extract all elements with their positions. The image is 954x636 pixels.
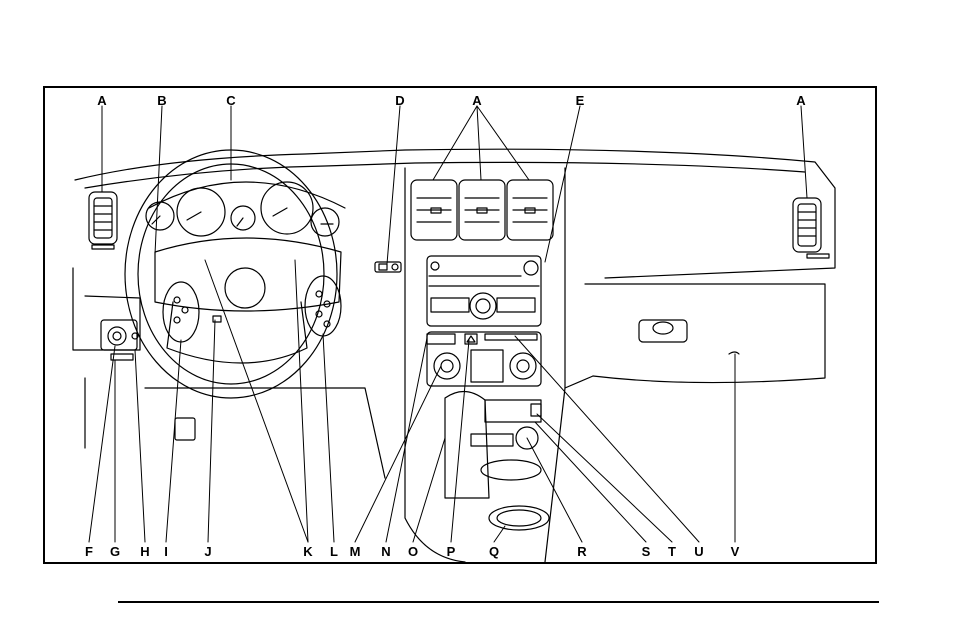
dimmer-switch [375, 262, 401, 272]
callout-label: S [642, 545, 651, 558]
callout-label: Q [489, 545, 499, 558]
callout-label: F [85, 545, 93, 558]
glove-box-outline [585, 284, 825, 383]
diagram-frame: A B C D A E A F G H I J K L M N O P Q R … [43, 86, 877, 564]
callout-label: A [472, 94, 481, 107]
hazard-warning-symbol [467, 336, 475, 342]
callout-label: P [447, 545, 456, 558]
callout-label: I [164, 545, 168, 558]
callout-label: U [694, 545, 703, 558]
right-air-vent [793, 198, 829, 258]
callout-label: O [408, 545, 418, 558]
callout-label: H [140, 545, 149, 558]
callout-label: M [350, 545, 361, 558]
left-steering-controls [163, 282, 199, 342]
callout-label: B [157, 94, 166, 107]
left-air-vent [89, 192, 117, 249]
callout-label: V [731, 545, 740, 558]
climate-control-panel [427, 332, 541, 386]
callout-label: T [668, 545, 676, 558]
audio-system [427, 256, 541, 326]
callout-label: E [576, 94, 585, 107]
callout-label: A [97, 94, 106, 107]
dash-top-inner [85, 162, 805, 188]
callout-label: D [395, 94, 404, 107]
callout-label: C [226, 94, 235, 107]
dash-top-outline [75, 149, 835, 278]
callout-label: A [796, 94, 805, 107]
glove-box-handle [639, 320, 687, 342]
glove-box-lock [729, 352, 739, 354]
instrument-panel-illustration [45, 88, 875, 562]
callout-label: R [577, 545, 586, 558]
shift-lever-and-console [445, 391, 549, 530]
callout-label: L [330, 545, 338, 558]
ignition-switch [101, 320, 138, 350]
brake-pedal [175, 418, 195, 440]
steering-wheel [125, 150, 341, 398]
callout-label: K [303, 545, 312, 558]
left-lower-panel [73, 268, 140, 350]
footer-rule [118, 601, 879, 603]
floor-lines [85, 378, 385, 478]
callout-label: J [204, 545, 211, 558]
callout-label: N [381, 545, 390, 558]
horn-symbol [213, 316, 221, 322]
center-air-vents [411, 180, 553, 240]
callout-label: G [110, 545, 120, 558]
